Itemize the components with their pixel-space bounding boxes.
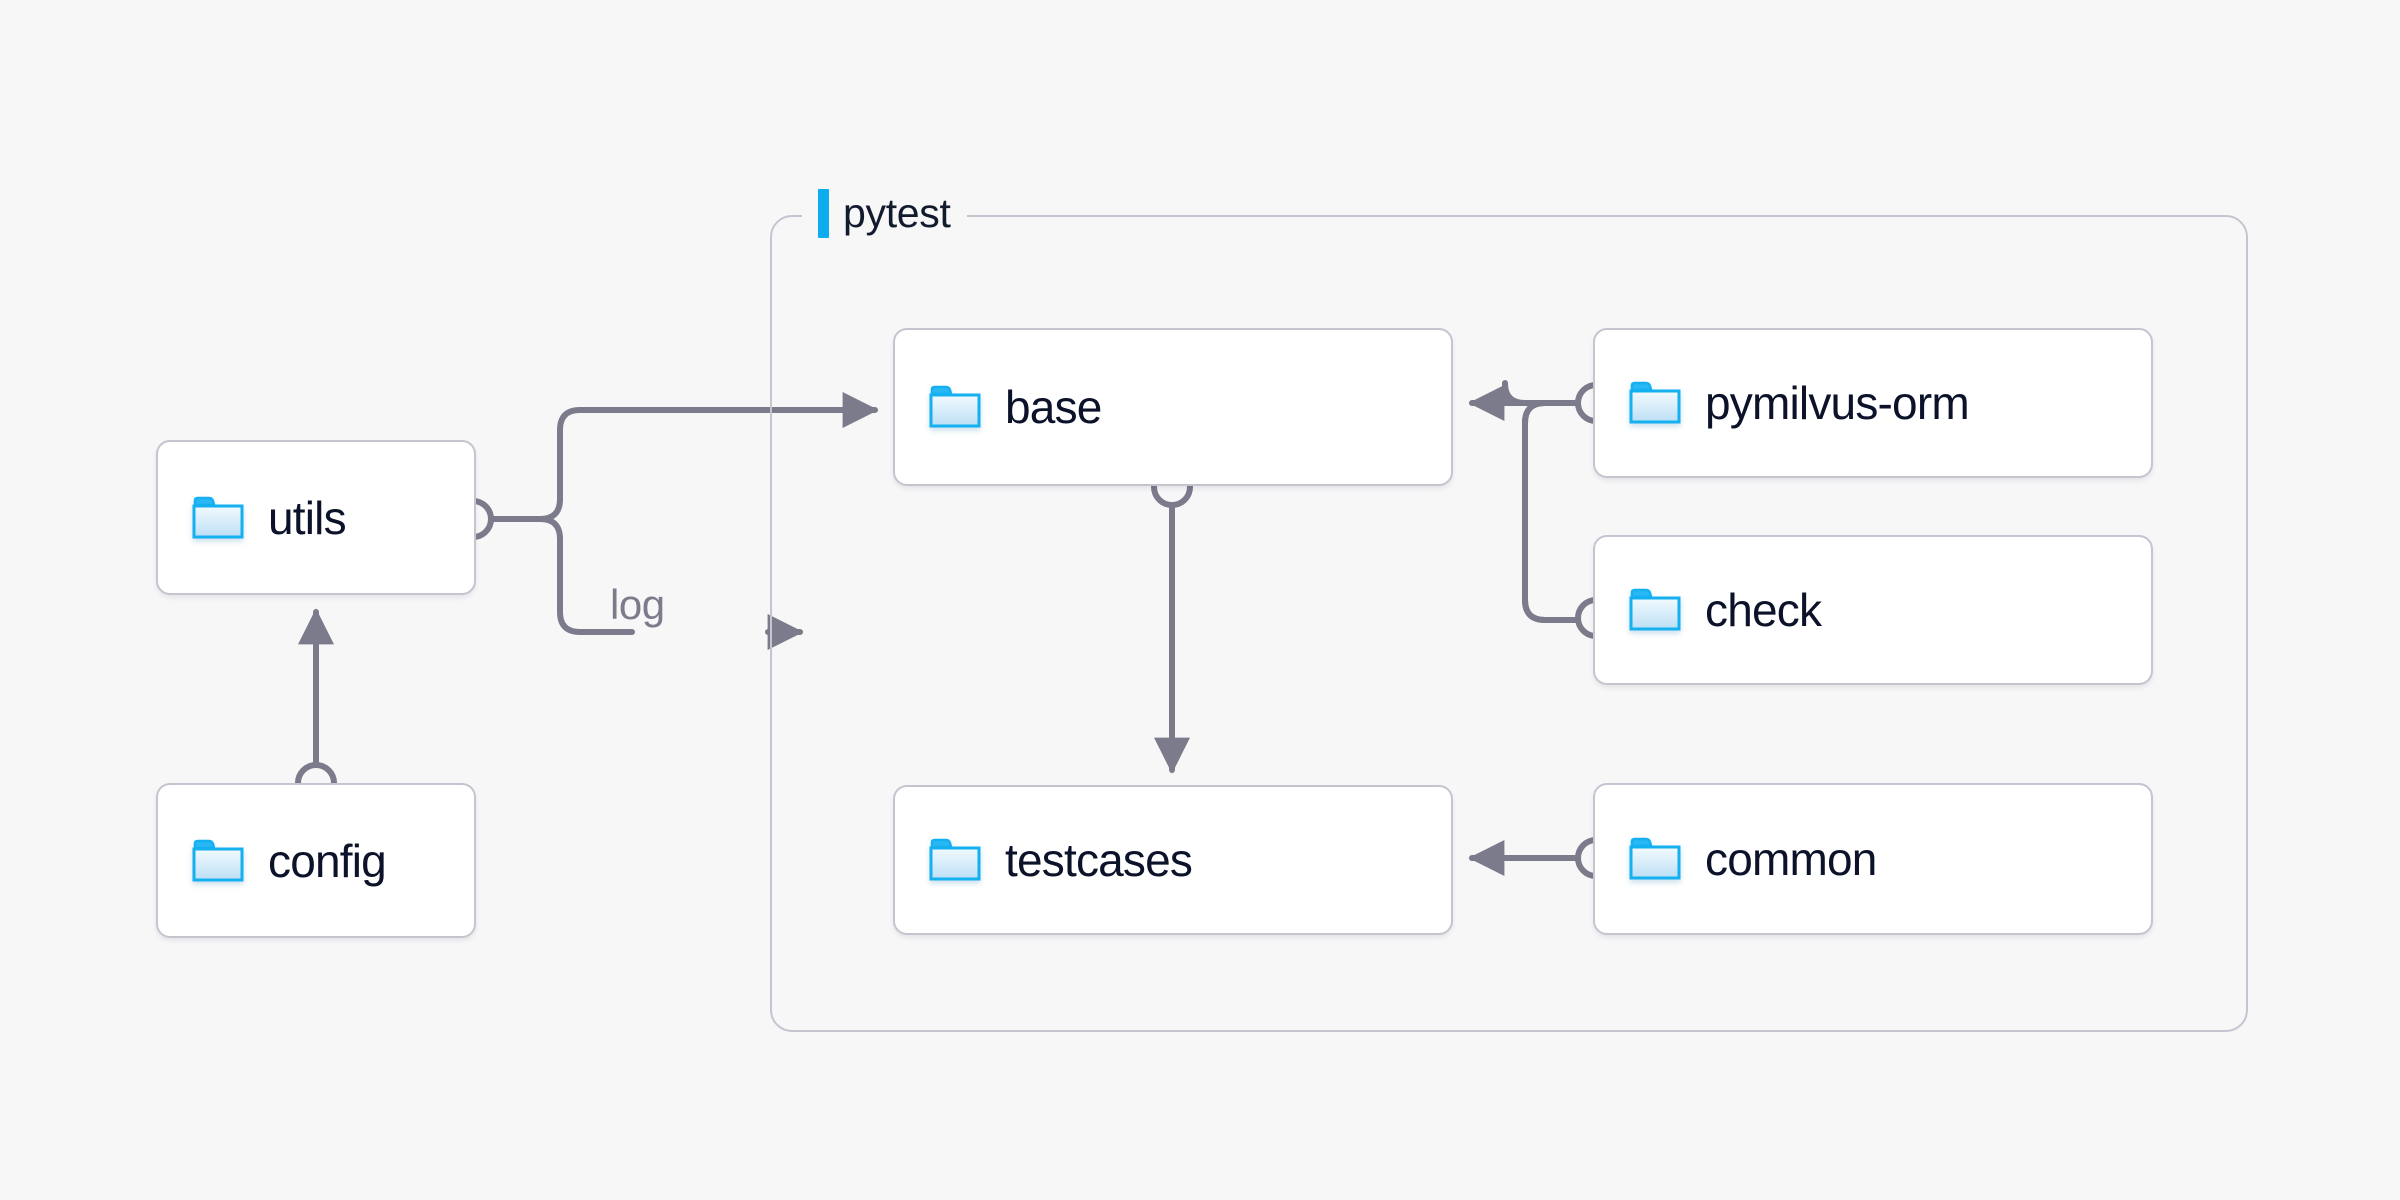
node-pymilvus-orm-label: pymilvus-orm: [1705, 377, 1970, 429]
folder-icon: [929, 838, 981, 881]
node-testcases[interactable]: testcases: [893, 785, 1453, 935]
node-config[interactable]: config: [156, 783, 476, 938]
node-pymilvus-orm[interactable]: pymilvus-orm: [1593, 328, 2153, 478]
folder-icon: [929, 385, 981, 428]
folder-icon: [192, 496, 244, 538]
folder-icon: [1629, 588, 1681, 631]
folder-icon: [192, 839, 244, 881]
node-check-label: check: [1705, 584, 1822, 636]
node-common-label: common: [1705, 833, 1877, 885]
group-pytest-label: pytest: [843, 189, 951, 236]
folder-icon: [1629, 837, 1681, 880]
node-common[interactable]: common: [1593, 783, 2153, 935]
folder-icon: [1629, 381, 1681, 424]
vertical-accent-bar-icon: [818, 188, 829, 238]
node-base[interactable]: base: [893, 328, 1453, 486]
node-check[interactable]: check: [1593, 535, 2153, 685]
node-utils[interactable]: utils: [156, 440, 476, 595]
edge-label-log: log: [610, 581, 665, 628]
group-pytest-label-wrap: pytest: [802, 186, 967, 240]
node-utils-label: utils: [268, 491, 347, 544]
node-base-label: base: [1005, 381, 1102, 433]
node-testcases-label: testcases: [1005, 834, 1193, 886]
node-config-label: config: [268, 834, 387, 887]
group-pytest[interactable]: [770, 215, 2248, 1032]
